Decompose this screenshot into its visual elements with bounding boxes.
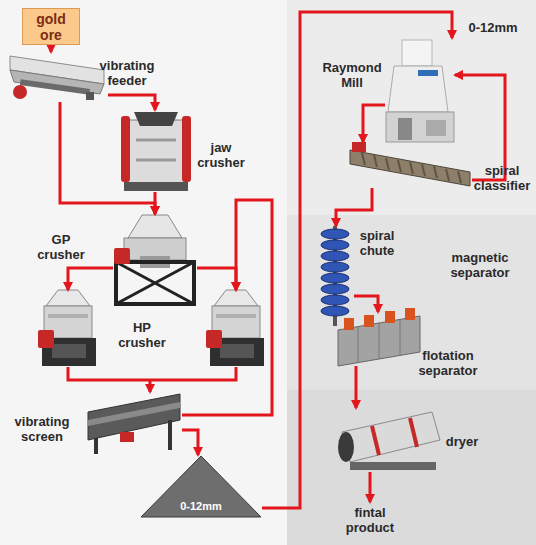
output-node: fintal product	[340, 502, 400, 538]
flotation-separator-illustration	[338, 308, 420, 366]
machine-node: spiral classifier	[348, 142, 472, 188]
flow-arrow	[355, 366, 358, 408]
annotation-label: magnetic separator	[446, 250, 514, 280]
vibrating-feeder-illustration	[10, 56, 104, 100]
raymond-mill-illustration	[386, 40, 454, 142]
flow-arrow	[369, 472, 372, 502]
machine-node: GP crusher	[113, 214, 197, 306]
machine-node: flotation separator	[336, 312, 422, 366]
node-label: Raymond Mill	[320, 60, 384, 90]
machine-node: Raymond Mill	[385, 38, 455, 146]
spiral-classifier-illustration	[350, 142, 470, 186]
machine-node: vibrating screen	[85, 392, 182, 454]
node-label: GP crusher	[32, 232, 90, 262]
machine-node: vibrating feeder	[8, 52, 108, 102]
hp-crusher-illustrations	[38, 290, 264, 366]
vibrating-screen-illustration	[88, 394, 180, 454]
flow-arrow	[262, 12, 452, 508]
flow-arrow	[60, 102, 155, 214]
node-label: spiral classifier	[470, 163, 534, 193]
flow-arrow	[154, 192, 157, 214]
input-box: gold ore	[22, 8, 80, 45]
machine-node: jaw crusher	[120, 110, 192, 192]
node-label: spiral chute	[352, 228, 402, 258]
node-label: jaw crusher	[192, 140, 250, 170]
stockpile-triangle: 0-12mm	[140, 455, 262, 518]
node-label: gold ore	[31, 11, 71, 43]
flow-arrow	[336, 188, 372, 226]
node-label: vibrating screen	[4, 414, 80, 444]
dryer-illustration	[338, 412, 440, 470]
annotation-label: 0-12mm	[462, 20, 524, 35]
flow-arrow	[50, 45, 53, 52]
node-label: vibrating feeder	[96, 58, 158, 88]
flow-arrow	[363, 105, 385, 142]
node-label: HP crusher	[113, 320, 171, 350]
node-label: 0-12mm	[180, 499, 222, 514]
machine-node: dryer	[330, 408, 440, 472]
spiral-chute-illustration	[321, 226, 349, 326]
flow-arrow	[68, 367, 236, 392]
stockpile-outline	[141, 456, 261, 517]
flow-arrow	[68, 268, 113, 290]
gp-crusher-illustration	[114, 215, 194, 304]
flow-arrow	[197, 268, 236, 290]
machine-node: spiral chute	[318, 226, 354, 326]
node-label: fintal product	[340, 505, 400, 535]
machine-node: HP crusher	[30, 290, 275, 367]
flow-arrow	[108, 95, 155, 110]
flow-arrow	[354, 296, 378, 312]
jaw-crusher-illustration	[121, 112, 191, 191]
flow-arrow	[182, 430, 198, 455]
flow-arrow	[182, 200, 272, 415]
node-label: dryer	[440, 434, 484, 449]
node-label: flotation separator	[414, 348, 482, 378]
